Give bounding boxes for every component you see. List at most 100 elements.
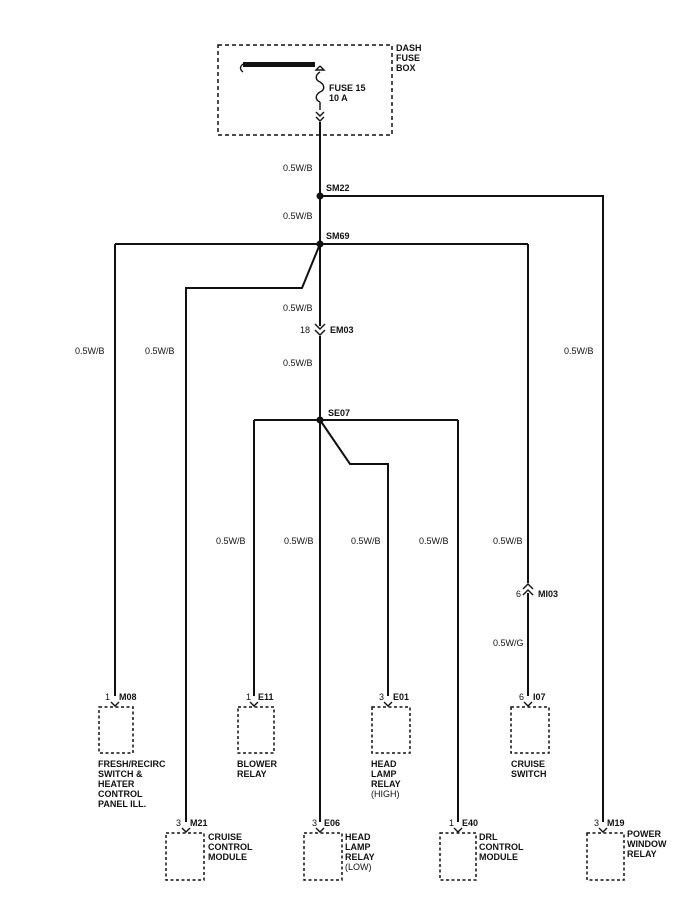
component-head-lamp-relay-low: 3 E06 HEAD LAMP RELAY (LOW) (303, 818, 375, 881)
wire-label-cruise-module: 0.5W/B (145, 346, 175, 356)
wire-cruise-module (185, 243, 321, 822)
connector-em03: 18 EM03 (300, 323, 354, 336)
pin-terminal-icon (523, 701, 533, 707)
splice-sm69-label: SM69 (326, 231, 350, 241)
splice-se07-label: SE07 (328, 408, 350, 418)
splice-se07-dot (316, 416, 324, 424)
component-name-2: CONTROL (479, 842, 524, 852)
component-cruise-switch: 6 I07 CRUISE SWITCH (510, 692, 550, 779)
pin-terminal-icon (383, 701, 393, 707)
wire-label-head-low: 0.5W/B (284, 536, 314, 546)
component-box (371, 706, 411, 754)
pin-terminal-icon (181, 827, 191, 833)
wire-label-fresh: 0.5W/B (75, 346, 105, 356)
component-name-4: (LOW) (345, 862, 372, 872)
connector-em03-id: EM03 (330, 325, 354, 335)
component-pin: 1 (105, 692, 110, 702)
pin-terminal-icon (598, 827, 608, 833)
wires (114, 122, 604, 822)
wire-labels: 0.5W/B 0.5W/B 0.5W/B 0.5W/B 0.5W/B 0.5W/… (75, 163, 594, 648)
component-blower-relay: 1 E11 BLOWER RELAY (237, 692, 277, 779)
component-name-1: HEAD (345, 832, 371, 842)
splice-sm22-label: SM22 (326, 183, 350, 193)
fuse-box-title-3: BOX (396, 63, 416, 73)
component-name-4: (HIGH) (371, 789, 400, 799)
connector-mi03: 6 MI03 (516, 583, 558, 599)
component-name-3: MODULE (208, 852, 247, 862)
connector-mi03-pin: 6 (516, 589, 521, 599)
component-cruise-control-module: 3 M21 CRUISE CONTROL MODULE (165, 818, 253, 881)
component-name-4: CONTROL (98, 789, 143, 799)
component-power-window-relay: 3 M19 POWER WINDOW RELAY (586, 818, 667, 881)
component-box (586, 832, 625, 881)
fuse-box-outline (217, 44, 393, 136)
wire-label-sm22-sm69: 0.5W/B (283, 211, 313, 221)
component-pin: 3 (594, 818, 599, 828)
component-name-2: SWITCH (511, 769, 547, 779)
pin-terminal-icon (110, 701, 120, 707)
fuse-box-title-2: FUSE (396, 53, 420, 63)
component-name-3: MODULE (479, 852, 518, 862)
component-id: E06 (324, 818, 340, 828)
component-name-3: RELAY (371, 779, 401, 789)
component-box (98, 706, 134, 754)
wire-head-high (319, 419, 389, 696)
component-name-1: DRL (479, 832, 498, 842)
component-pin: 1 (246, 692, 251, 702)
component-name-2: LAMP (371, 769, 397, 779)
component-box (510, 706, 550, 754)
fuse-box-title-1: DASH (396, 43, 422, 53)
wire-label-blower: 0.5W/B (216, 536, 246, 546)
component-fresh-recirc: 1 M08 FRESH/RECIRC SWITCH & HEATER CONTR… (98, 692, 166, 809)
pin-terminal-icon (315, 827, 325, 833)
wire-label-top: 0.5W/B (283, 163, 313, 173)
component-name-5: PANEL ILL. (98, 799, 146, 809)
component-pin: 3 (176, 818, 181, 828)
component-id: I07 (533, 692, 546, 702)
wire-label-cruise-switch-lower: 0.5W/G (493, 638, 524, 648)
connector-mi03-id: MI03 (538, 589, 558, 599)
component-name-1: CRUISE (208, 832, 242, 842)
component-name-1: FRESH/RECIRC (98, 759, 166, 769)
fuse-busbar (243, 62, 315, 67)
wire-label-drl: 0.5W/B (419, 536, 449, 546)
component-name-1: HEAD (371, 759, 397, 769)
component-id: M08 (119, 692, 137, 702)
fuse-label: FUSE 15 (329, 83, 366, 93)
wire-label-power-window: 0.5W/B (564, 346, 594, 356)
wire-label-cruise-switch-upper: 0.5W/B (493, 536, 523, 546)
component-name-1: CRUISE (511, 759, 545, 769)
component-name-1: POWER (627, 829, 662, 839)
splice-sm22-dot (316, 192, 324, 200)
component-id: M19 (607, 818, 625, 828)
component-id: M21 (190, 818, 208, 828)
component-head-lamp-relay-high: 3 E01 HEAD LAMP RELAY (HIGH) (371, 692, 411, 799)
component-drl-control-module: 1 E40 DRL CONTROL MODULE (439, 818, 524, 881)
component-name-2: LAMP (345, 842, 371, 852)
component-id: E40 (462, 818, 478, 828)
wire-label-em03-se07: 0.5W/B (283, 358, 313, 368)
splice-sm69-dot (316, 240, 324, 248)
component-pin: 3 (379, 692, 384, 702)
component-box (303, 832, 343, 881)
component-id: E01 (393, 692, 409, 702)
component-name-3: RELAY (345, 852, 375, 862)
component-name-1: BLOWER (237, 759, 277, 769)
wire-power-window (320, 195, 604, 822)
connector-em03-pin: 18 (300, 325, 310, 335)
component-box (165, 832, 205, 881)
component-box (439, 832, 477, 881)
component-box (237, 706, 275, 754)
component-pin: 6 (519, 692, 524, 702)
component-name-2: SWITCH & (98, 769, 143, 779)
pin-terminal-icon (453, 827, 463, 833)
wire-label-sm69-em03: 0.5W/B (283, 303, 313, 313)
component-pin: 1 (449, 818, 454, 828)
busbar-end-icon (239, 63, 244, 73)
fuse-rating: 10 A (329, 93, 348, 103)
component-pin: 3 (312, 818, 317, 828)
component-id: E11 (258, 692, 274, 702)
component-name-3: HEATER (98, 779, 135, 789)
fuse-symbol-icon (314, 65, 326, 122)
